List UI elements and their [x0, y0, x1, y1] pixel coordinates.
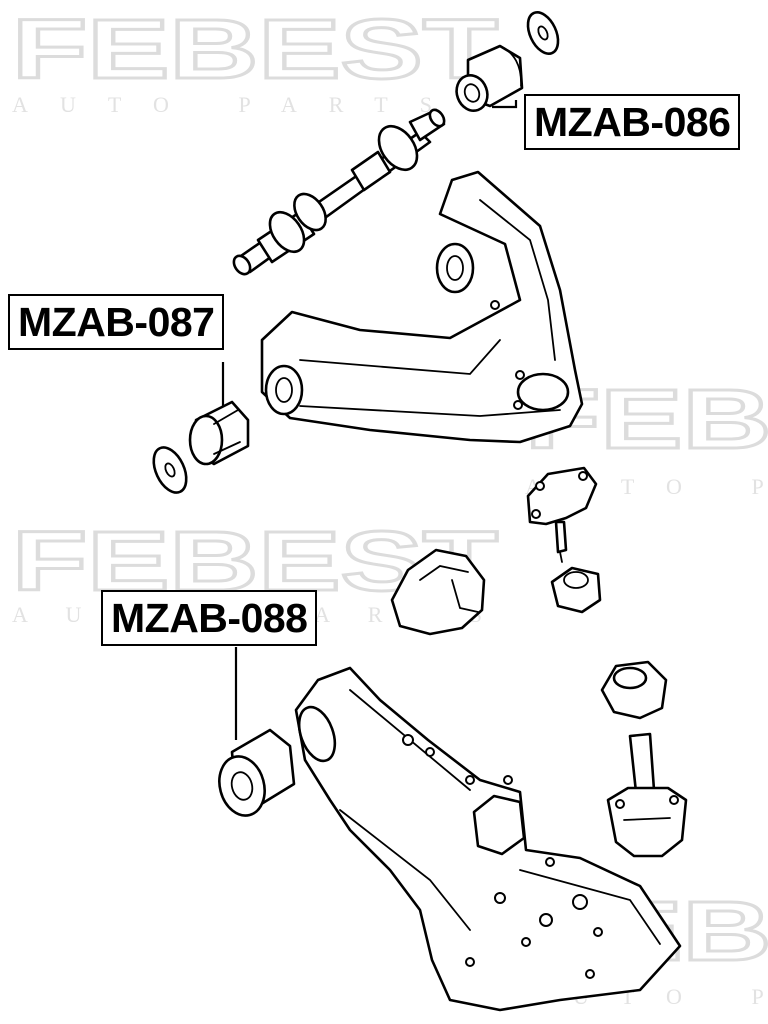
- upper-ball-joint: [526, 466, 598, 563]
- part-label-mzab-086: MZAB-086: [524, 94, 741, 150]
- watermark-brand-top: FEBEST: [12, 2, 498, 96]
- upper-washer-top: [526, 11, 560, 55]
- ball-joint-boot: [550, 566, 602, 614]
- upper-bushing-top: [455, 44, 524, 112]
- upper-arm-shaft: [232, 108, 446, 276]
- middle-bushing: [188, 400, 250, 466]
- watermark-top: FEBEST AUTO PARTS: [11, 1, 500, 118]
- lower-control-arm: [294, 666, 682, 1012]
- bump-stop: [390, 548, 486, 636]
- middle-washer: [152, 446, 188, 494]
- lower-ball-joint: [606, 732, 688, 858]
- lower-ball-joint-boot: [600, 660, 668, 720]
- upper-control-arm: [260, 170, 584, 444]
- part-label-mzab-088: MZAB-088: [101, 590, 318, 646]
- lower-bushing: [218, 728, 296, 817]
- part-label-mzab-087: MZAB-087: [8, 294, 225, 350]
- leader-mzab-086: [492, 100, 518, 109]
